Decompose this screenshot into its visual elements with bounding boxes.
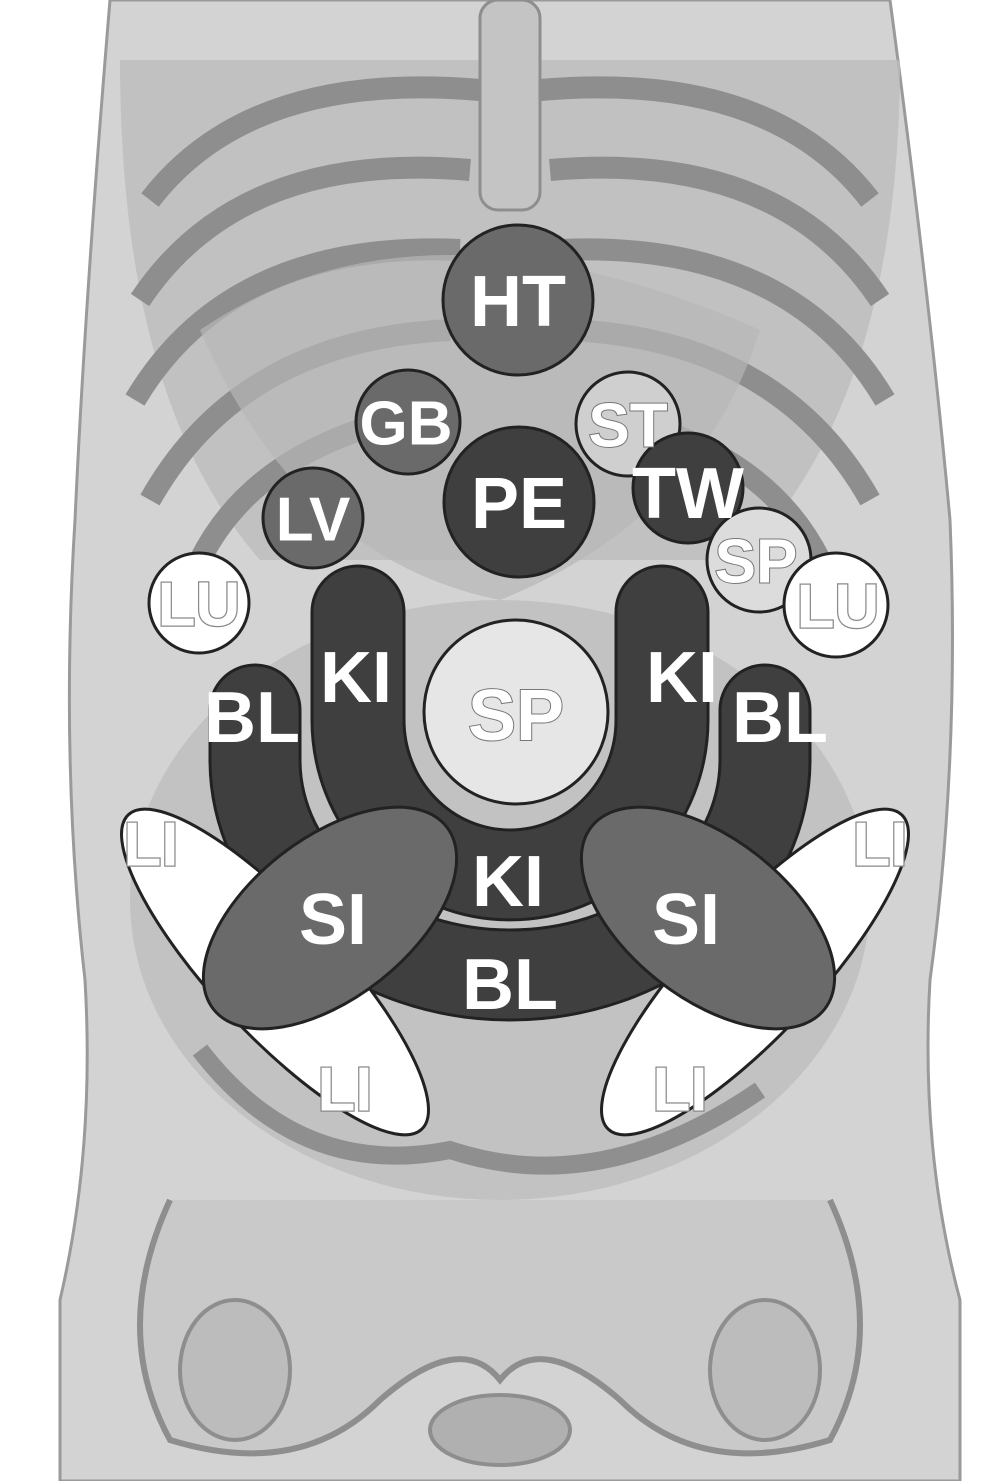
label-pe: PE (471, 464, 567, 544)
label-lu-left: LU (158, 571, 241, 640)
label-bl-right: BL (732, 678, 828, 758)
label-ki-bottom: KI (472, 842, 544, 922)
label-ki-right: KI (646, 638, 718, 718)
label-st: ST (588, 392, 667, 461)
label-li-upper-right: LI (852, 811, 907, 880)
label-ki-left: KI (320, 638, 392, 718)
label-bl-left: BL (204, 678, 300, 758)
label-ht: HT (470, 262, 566, 342)
label-lu-right: LU (797, 573, 880, 642)
label-li-lower-left: LI (317, 1056, 372, 1125)
label-sp-center: SP (468, 676, 564, 756)
label-li-lower-right: LI (652, 1056, 707, 1125)
label-lv: LV (276, 486, 351, 555)
label-sp-upper: SP (715, 528, 798, 597)
label-tw: TW (632, 454, 744, 534)
label-li-upper-left: LI (123, 811, 178, 880)
label-bl-bottom: BL (462, 945, 558, 1025)
label-gb: GB (360, 390, 453, 459)
label-si-left: SI (299, 880, 367, 960)
label-si-right: SI (652, 880, 720, 960)
